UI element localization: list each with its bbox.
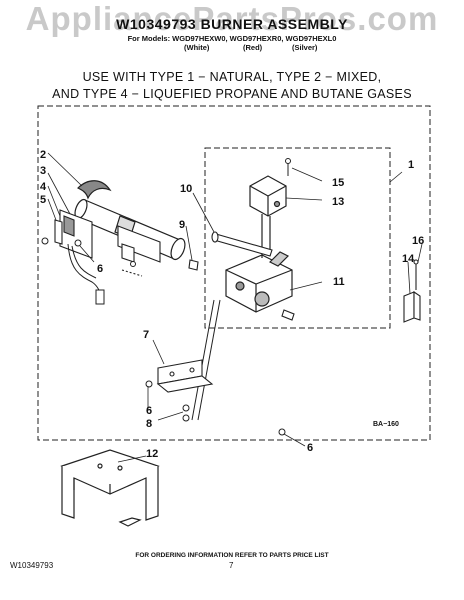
callout-12: 12: [146, 448, 158, 460]
gas-type-note-line-2: AND TYPE 4 − LIQUEFIED PROPANE AND BUTAN…: [52, 87, 412, 101]
ordering-note: FOR ORDERING INFORMATION REFER TO PARTS …: [135, 552, 329, 559]
assembly-frame: [37, 105, 431, 441]
diagram-title: W10349793 BURNER ASSEMBLY: [116, 16, 348, 32]
screws-bracket: [145, 380, 286, 436]
page-number: 7: [229, 561, 234, 570]
gas-type-note-line-1: USE WITH TYPE 1 − NATURAL, TYPE 2 − MIXE…: [82, 70, 382, 84]
manifold-pipe: [211, 231, 273, 257]
valve-subassembly-frame: [204, 147, 391, 329]
callout-11: 11: [333, 276, 345, 288]
screws-left: [41, 237, 136, 267]
callout-5: 5: [40, 194, 46, 206]
color-red: (Red): [243, 43, 263, 52]
valve-bracket: [156, 359, 214, 393]
igniter-wires: [67, 243, 105, 305]
wire-clip: [403, 259, 421, 323]
callout-6-lower: 6: [307, 442, 313, 454]
callout-8: 8: [146, 418, 152, 430]
callout-2: 2: [40, 149, 46, 161]
leader-lines: [47, 152, 423, 463]
document-id: W10349793: [10, 561, 54, 570]
color-silver: (Silver): [292, 43, 318, 52]
watermark: AppliancePartsPros.com: [25, 0, 439, 37]
callout-9: 9: [179, 219, 185, 231]
callout-16: 16: [412, 235, 424, 247]
callout-14: 14: [402, 253, 415, 265]
gas-valve: [225, 251, 293, 313]
callout-1: 1: [408, 159, 414, 171]
callout-6-bracket: 6: [146, 405, 152, 417]
callout-7: 7: [143, 329, 149, 341]
color-white: (White): [184, 43, 210, 52]
callout-6: 6: [97, 263, 103, 275]
support-rod: [191, 299, 221, 421]
mounting-bracket: [60, 449, 160, 527]
callout-15: 15: [332, 177, 344, 189]
inlet-fitting: [281, 309, 295, 321]
callout-4: 4: [40, 181, 47, 193]
orifice: [188, 259, 199, 271]
callout-3: 3: [40, 165, 46, 177]
flame-spreader: [76, 180, 112, 200]
callout-10: 10: [180, 183, 192, 195]
model-list: For Models: WGD97HEXW0, WGD97HEXR0, WGD9…: [127, 34, 337, 43]
ba-code: BA−160: [373, 421, 399, 428]
coil-screw: [285, 158, 291, 176]
burner-support-bracket: [117, 225, 161, 277]
callout-13: 13: [332, 196, 344, 208]
igniter-bracket: [54, 209, 93, 259]
